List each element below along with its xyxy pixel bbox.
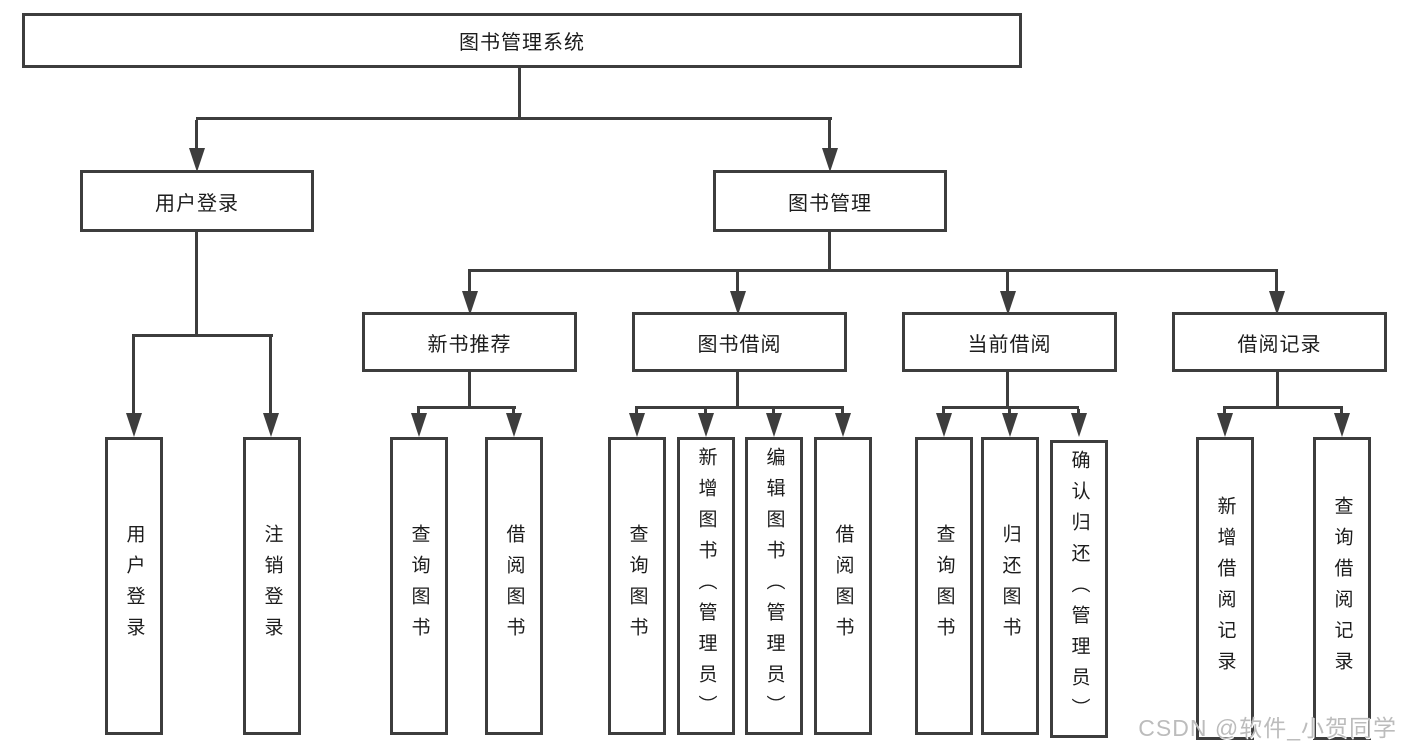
connector-line (468, 269, 1278, 272)
connector-line (1340, 409, 1343, 415)
leaf-query-borrow-record: 查询借阅记录 (1313, 437, 1371, 740)
connector-line (635, 409, 638, 415)
connector-line (1275, 272, 1278, 292)
leaf-edit-books-admin: 编辑图书（管理员） (745, 437, 803, 735)
arrowhead-icon (822, 148, 838, 172)
connector-line (828, 120, 831, 150)
connector-line (772, 409, 775, 415)
leaf-label: 编辑图书（管理员） (763, 446, 785, 726)
node-label: 图书管理 (788, 192, 872, 215)
connector-line (841, 409, 844, 415)
node-label: 新书推荐 (427, 333, 512, 356)
connector-line (1006, 372, 1009, 408)
connector-line (1223, 409, 1226, 415)
leaf-label: 查询借阅记录 (1331, 495, 1353, 682)
leaf-logout: 注销登录 (243, 437, 301, 735)
connector-line (704, 409, 707, 415)
connector-line (512, 409, 515, 415)
arrowhead-icon (506, 413, 522, 437)
connector-line (518, 68, 521, 117)
connector-line (1077, 409, 1080, 415)
node-book-management: 图书管理 (713, 170, 947, 232)
node-current-borrowing: 当前借阅 (902, 312, 1117, 372)
arrowhead-icon (1000, 291, 1016, 315)
connector-line (196, 117, 832, 120)
connector-line (417, 409, 420, 415)
leaf-borrow-books: 借阅图书 (814, 437, 872, 735)
leaf-label: 借阅图书 (832, 524, 854, 648)
node-root-system: 图书管理系统 (22, 13, 1022, 68)
leaf-label: 查询图书 (933, 524, 955, 648)
arrowhead-icon (126, 413, 142, 437)
leaf-label: 用户登录 (123, 524, 145, 648)
leaf-label: 新增图书（管理员） (695, 446, 717, 726)
connector-line (468, 372, 471, 408)
arrowhead-icon (1071, 413, 1087, 437)
leaf-label: 注销登录 (261, 524, 283, 648)
leaf-return-books: 归还图书 (981, 437, 1039, 735)
arrowhead-icon (936, 413, 952, 437)
leaf-query-books-borrow: 查询图书 (608, 437, 666, 735)
connector-line (417, 406, 516, 409)
connector-line (195, 232, 198, 336)
connector-line (132, 334, 273, 337)
connector-line (635, 406, 844, 409)
arrowhead-icon (698, 413, 714, 437)
connector-line (1223, 406, 1343, 409)
leaf-label: 查询图书 (626, 524, 648, 648)
node-label: 用户登录 (155, 192, 239, 215)
leaf-query-books-current: 查询图书 (915, 437, 973, 735)
connector-line (195, 120, 198, 150)
connector-line (828, 232, 831, 271)
leaf-label: 确认归还（管理员） (1068, 449, 1090, 729)
node-borrowing-records: 借阅记录 (1172, 312, 1387, 372)
arrowhead-icon (730, 291, 746, 315)
node-label: 图书借阅 (697, 333, 782, 356)
node-book-borrowing: 图书借阅 (632, 312, 847, 372)
arrowhead-icon (1002, 413, 1018, 437)
arrowhead-icon (263, 413, 279, 437)
connector-line (1006, 272, 1009, 292)
leaf-confirm-return-admin: 确认归还（管理员） (1050, 440, 1108, 738)
connector-line (942, 409, 945, 415)
node-user-login: 用户登录 (80, 170, 314, 232)
node-label: 图书管理系统 (459, 32, 585, 54)
connector-line (736, 272, 739, 292)
connector-line (269, 337, 272, 413)
arrowhead-icon (1269, 291, 1285, 315)
arrowhead-icon (462, 291, 478, 315)
arrowhead-icon (835, 413, 851, 437)
watermark: CSDN @软件_小贺同学 (1138, 715, 1397, 741)
connector-line (736, 372, 739, 408)
leaf-add-borrow-record: 新增借阅记录 (1196, 437, 1254, 740)
connector-line (468, 272, 471, 292)
node-new-book-recommendation: 新书推荐 (362, 312, 577, 372)
leaf-label: 新增借阅记录 (1214, 495, 1236, 682)
connector-line (1008, 409, 1011, 415)
leaf-user-login: 用户登录 (105, 437, 163, 735)
arrowhead-icon (411, 413, 427, 437)
arrowhead-icon (1334, 413, 1350, 437)
leaf-label: 借阅图书 (503, 524, 525, 648)
connector-line (132, 337, 135, 413)
leaf-label: 查询图书 (408, 524, 430, 648)
arrowhead-icon (1217, 413, 1233, 437)
leaf-borrow-books-recommend: 借阅图书 (485, 437, 543, 735)
arrowhead-icon (189, 148, 205, 172)
arrowhead-icon (766, 413, 782, 437)
connector-line (942, 406, 1079, 409)
arrowhead-icon (629, 413, 645, 437)
leaf-label: 归还图书 (999, 524, 1021, 648)
node-label: 借阅记录 (1237, 333, 1322, 356)
leaf-query-books-recommend: 查询图书 (390, 437, 448, 735)
node-label: 当前借阅 (967, 333, 1052, 356)
leaf-add-books-admin: 新增图书（管理员） (677, 437, 735, 735)
connector-line (1276, 372, 1279, 408)
